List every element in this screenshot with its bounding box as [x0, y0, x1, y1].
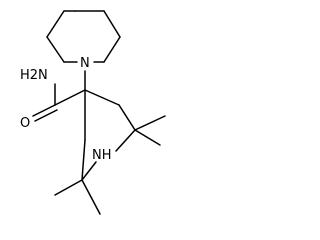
bond: [54, 179, 83, 196]
tetramethyl-piperidine-ring: [81, 89, 136, 181]
methyl-groups: [54, 115, 166, 215]
piperidine-nitrogen-label: N: [80, 56, 90, 71]
bond: [32, 104, 56, 117]
top-piperidine-ring: [46, 10, 121, 63]
bond: [134, 115, 166, 131]
bond: [134, 129, 161, 146]
bond: [46, 10, 65, 38]
bond: [118, 104, 136, 131]
bond: [54, 89, 86, 106]
amide-group: [32, 83, 86, 122]
bond: [103, 10, 121, 38]
molecule-structure: N H2N O NH: [20, 10, 166, 215]
bond: [81, 139, 86, 181]
structure-canvas: N H2N O NH: [20, 10, 166, 215]
bond: [81, 161, 97, 181]
bond: [81, 179, 101, 215]
bond: [103, 36, 121, 63]
bond: [115, 129, 136, 152]
bond: [84, 89, 120, 106]
carbonyl-oxygen-label: O: [20, 116, 30, 131]
bond: [34, 109, 58, 122]
ring-nh-label: NH: [92, 148, 112, 163]
bond: [46, 36, 65, 63]
amine-nh2-label: H2N: [20, 68, 48, 83]
